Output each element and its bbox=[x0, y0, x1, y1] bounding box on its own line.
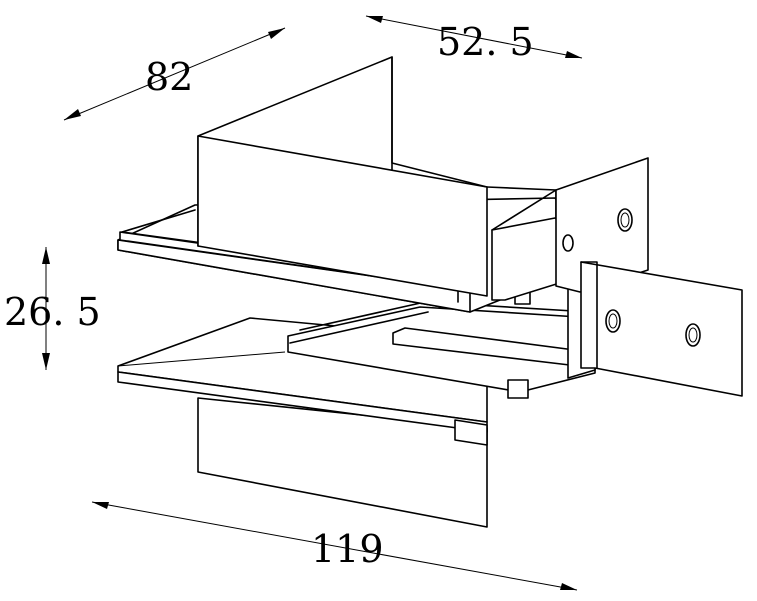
front-mounting-plate bbox=[580, 261, 743, 397]
dimension-119: 119 bbox=[91, 501, 578, 591]
bottom-flange-lip bbox=[454, 419, 488, 446]
dimension-label-119: 119 bbox=[311, 527, 384, 571]
dimension-52-5: 52. 5 bbox=[365, 15, 583, 64]
upper-plate-front bbox=[197, 135, 488, 297]
dimension-82: 82 bbox=[63, 27, 286, 121]
front-plate-hole-2 bbox=[685, 323, 701, 347]
dimension-label-82: 82 bbox=[145, 55, 193, 99]
dimension-26-5: 26. 5 bbox=[4, 247, 101, 370]
connector-part bbox=[117, 56, 743, 528]
front-plate-hole-1 bbox=[605, 309, 621, 333]
dimension-label-52-5: 52. 5 bbox=[437, 20, 534, 64]
rear-plate-hole bbox=[617, 208, 633, 232]
dimension-label-26-5: 26. 5 bbox=[4, 290, 101, 334]
